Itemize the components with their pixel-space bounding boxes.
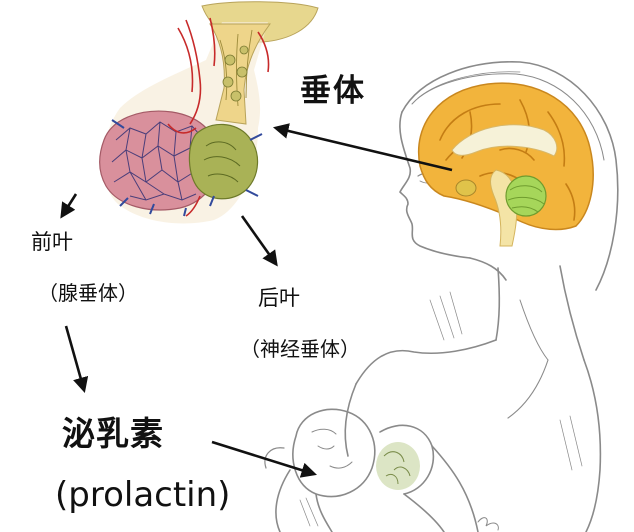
arrow-to-breast <box>211 440 317 478</box>
posterior-lobe-label: 后叶 <box>258 286 300 310</box>
neurohypophysis-label: （神经垂体） <box>240 337 360 361</box>
mother-figure-sketch <box>264 61 619 532</box>
mammary-gland-detail <box>376 442 420 490</box>
arrow-to-anterior-lobe <box>60 193 78 219</box>
adenohypophysis-label: （腺垂体） <box>38 281 138 305</box>
prolactin-english-label: (prolactin) <box>55 475 231 515</box>
pituitary-label: 垂体 <box>300 73 366 109</box>
arrow-to-posterior-lobe <box>240 215 278 267</box>
pituitary-inset <box>99 1 319 224</box>
brain-illustration <box>417 82 594 247</box>
arrows <box>60 123 453 478</box>
anterior-lobe-label: 前叶 <box>31 230 73 254</box>
arrow-to-prolactin <box>64 325 89 394</box>
arrow-pituitary-pointer <box>272 123 453 172</box>
prolactin-chinese-label: 泌乳素 <box>62 414 164 453</box>
